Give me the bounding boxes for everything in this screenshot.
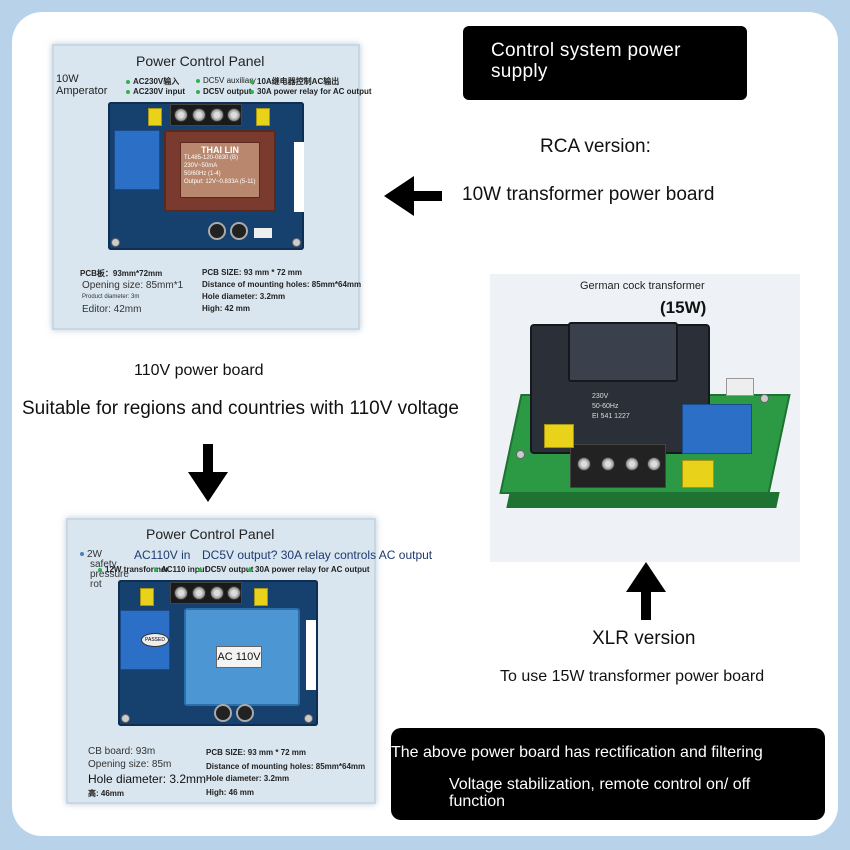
note-box: The above power board has rectification … <box>391 728 825 820</box>
note-line-1: The above power board has rectification … <box>391 744 763 761</box>
feature-safety: 2W safety pressure rot <box>80 550 129 590</box>
terminal-block <box>170 104 242 126</box>
photo-15w-board: German cock transformer (15W) 230V 50-60… <box>490 274 800 562</box>
rca-desc: 10W transformer power board <box>462 184 715 205</box>
transformer-110v: AC 110V <box>184 608 300 706</box>
panel-title: Power Control Panel <box>136 53 265 69</box>
product-panel-110v: Power Control Panel 2W safety pressure r… <box>66 518 432 804</box>
xlr-desc: To use 15W transformer power board <box>500 668 765 685</box>
content-card: Control system power supply RCA version:… <box>12 12 838 836</box>
xlr-label: XLR version <box>592 628 696 649</box>
relay: PASSED <box>120 610 170 670</box>
pcb-board-110v-image: PASSED AC 110V <box>118 580 318 726</box>
rca-label: RCA version: <box>540 136 651 157</box>
transformer-10w: THAI LIN TL485-120-0830 (B) 230V~50mA 50… <box>164 130 276 212</box>
caption-regions: Suitable for regions and countries with … <box>22 398 459 419</box>
amperator-label: 10W Amperator <box>56 73 108 97</box>
arrow-up-icon <box>626 562 666 620</box>
passed-stamp: PASSED <box>141 633 169 647</box>
title-line-2: supply <box>491 61 548 82</box>
caption-110v-board: 110V power board <box>134 362 264 379</box>
arrow-left-icon <box>384 176 442 216</box>
note-line-2: Voltage stabilization, remote control on… <box>449 776 751 810</box>
product-panel-230v: Power Control Panel 10W Amperator AC230V… <box>52 44 372 330</box>
arrow-down-icon <box>188 444 228 502</box>
title-box: Control system power supply <box>463 26 747 100</box>
relay <box>114 130 160 190</box>
pcb-board-image: THAI LIN TL485-120-0830 (B) 230V~50mA 50… <box>108 102 304 250</box>
title-line-1: Control system power <box>491 40 681 61</box>
